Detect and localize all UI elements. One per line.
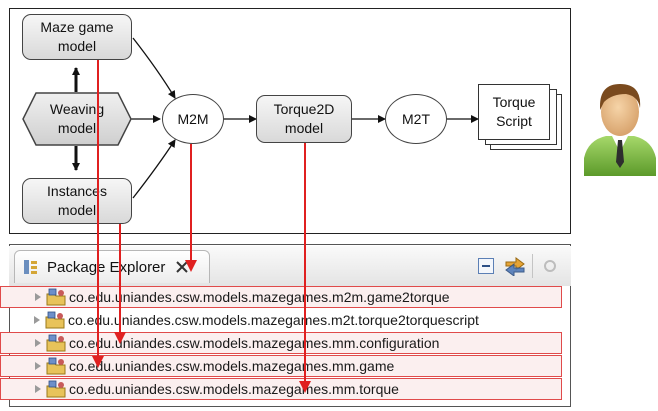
java-project-icon xyxy=(46,380,66,398)
torque2d-model-node: Torque2D model xyxy=(256,95,352,143)
m2m-node: M2M xyxy=(162,94,224,144)
collapse-minus-icon xyxy=(482,265,490,267)
tab-package-explorer[interactable]: Package Explorer xyxy=(14,250,210,283)
weaving-model-node: Weaving model xyxy=(22,92,132,146)
package-row[interactable]: co.edu.uniandes.csw.models.mazegames.m2t… xyxy=(0,309,562,331)
package-row[interactable]: co.edu.uniandes.csw.models.mazegames.mm.… xyxy=(0,378,562,400)
java-project-icon xyxy=(46,357,66,375)
package-row-label: co.edu.uniandes.csw.models.mazegames.mm.… xyxy=(69,335,440,351)
package-row-label: co.edu.uniandes.csw.models.mazegames.m2m… xyxy=(69,289,450,305)
maze-game-model-label: Maze game model xyxy=(40,19,114,54)
instances-model-label: Instances model xyxy=(47,183,107,218)
maze-game-model-node: Maze game model xyxy=(22,14,132,60)
package-row[interactable]: co.edu.uniandes.csw.models.mazegames.mm.… xyxy=(0,332,562,354)
torque-script-node: Torque Script xyxy=(478,84,550,140)
package-explorer-title: Package Explorer xyxy=(47,258,166,276)
arrow-maze-to-m2m xyxy=(132,37,176,99)
expand-arrow-icon[interactable] xyxy=(35,362,41,370)
view-menu-icon[interactable] xyxy=(542,258,558,274)
expand-arrow-icon[interactable] xyxy=(35,293,41,301)
java-project-icon xyxy=(45,311,65,329)
m2m-label: M2M xyxy=(177,110,209,127)
package-row[interactable]: co.edu.uniandes.csw.models.mazegames.m2m… xyxy=(0,286,562,308)
instances-model-node: Instances model xyxy=(22,178,132,224)
package-row-label: co.edu.uniandes.csw.models.mazegames.mm.… xyxy=(69,381,399,397)
arrow-instances-to-m2m xyxy=(132,139,176,199)
expand-arrow-icon[interactable] xyxy=(35,385,41,393)
package-row-label: co.edu.uniandes.csw.models.mazegames.m2t… xyxy=(68,312,479,328)
user-avatar-icon xyxy=(584,84,656,176)
expand-arrow-icon[interactable] xyxy=(34,316,40,324)
package-row[interactable]: co.edu.uniandes.csw.models.mazegames.mm.… xyxy=(0,355,562,377)
torque-script-label: Torque Script xyxy=(492,94,536,129)
m2t-node: M2T xyxy=(385,94,447,144)
java-project-icon xyxy=(46,334,66,352)
torque2d-model-label: Torque2D model xyxy=(273,101,335,136)
link-with-editor-icon[interactable] xyxy=(504,256,526,276)
java-project-icon xyxy=(46,288,66,306)
weaving-model-label: Weaving model xyxy=(49,101,105,136)
expand-arrow-icon[interactable] xyxy=(35,339,41,347)
package-list: co.edu.uniandes.csw.models.mazegames.m2m… xyxy=(0,284,565,404)
collapse-all-button[interactable] xyxy=(478,258,494,274)
toolbar-separator xyxy=(532,254,533,278)
package-explorer-icon xyxy=(24,260,37,274)
m2t-label: M2T xyxy=(402,110,430,127)
package-row-label: co.edu.uniandes.csw.models.mazegames.mm.… xyxy=(69,358,395,374)
